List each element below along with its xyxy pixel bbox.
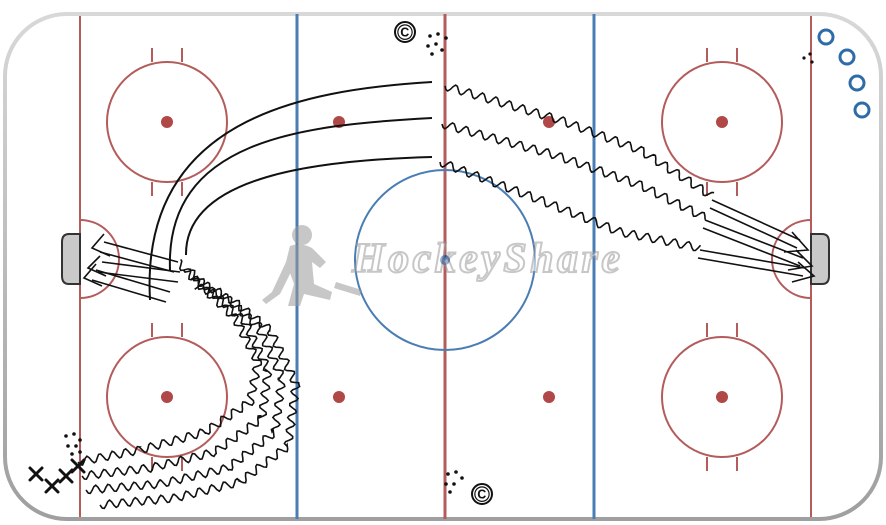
- faceoff-circle-right-top: [661, 48, 783, 196]
- skating-paths: [148, 81, 433, 301]
- player-x-icon: [58, 468, 74, 484]
- faceoff-circle-left-top: [106, 48, 228, 196]
- coach-icon: [471, 483, 493, 505]
- players-x: [28, 458, 86, 494]
- faceoff-circle-left-bottom: [106, 323, 228, 471]
- coach-top: ©: [394, 20, 416, 45]
- coach-symbol: ©: [397, 20, 413, 45]
- puck-carry-path: [81, 269, 273, 481]
- player-o-icon: [853, 101, 871, 119]
- skater-silhouette-icon: [262, 225, 362, 306]
- puck-carry-path: [444, 84, 715, 197]
- coach-symbol: ©: [474, 482, 490, 507]
- puck-carry-path: [77, 258, 263, 466]
- left-goal-net: [61, 233, 81, 285]
- pass-arrows-right: [697, 199, 816, 283]
- player-x-icon: [28, 466, 44, 482]
- puck-carry-path: [99, 283, 301, 510]
- left-goal-crease: [79, 219, 120, 299]
- puck-carry-path: [441, 121, 706, 220]
- right-goal-net: [810, 233, 830, 285]
- pass-arrows-left: [82, 233, 181, 303]
- right-goal-crease: [771, 219, 812, 299]
- puck-carry-path: [439, 160, 702, 252]
- player-o-icon: [817, 28, 835, 46]
- hockeyshare-watermark: HockeyShare: [262, 225, 621, 306]
- player-x-icon: [44, 478, 60, 494]
- center-faceoff-dot: [440, 255, 450, 265]
- coach-bottom: ©: [471, 482, 493, 507]
- faceoff-circle-right-bottom: [661, 323, 783, 471]
- player-x-icon: [70, 458, 86, 474]
- player-o-icon: [838, 48, 856, 66]
- puck-pile-icon: [64, 432, 82, 456]
- puck-pile-icon: [444, 470, 464, 494]
- players-o: [817, 28, 871, 119]
- center-circle: [354, 169, 536, 351]
- watermark-text: HockeyShare: [351, 236, 620, 282]
- coach-icon: [394, 21, 416, 43]
- puck-carry-path: [85, 275, 286, 495]
- faceoff-dots: [161, 116, 728, 403]
- puck-pile-icon: [802, 52, 814, 64]
- puck-carry-paths: [77, 84, 715, 510]
- puck-pile-icon: [426, 32, 448, 56]
- player-o-icon: [848, 74, 866, 92]
